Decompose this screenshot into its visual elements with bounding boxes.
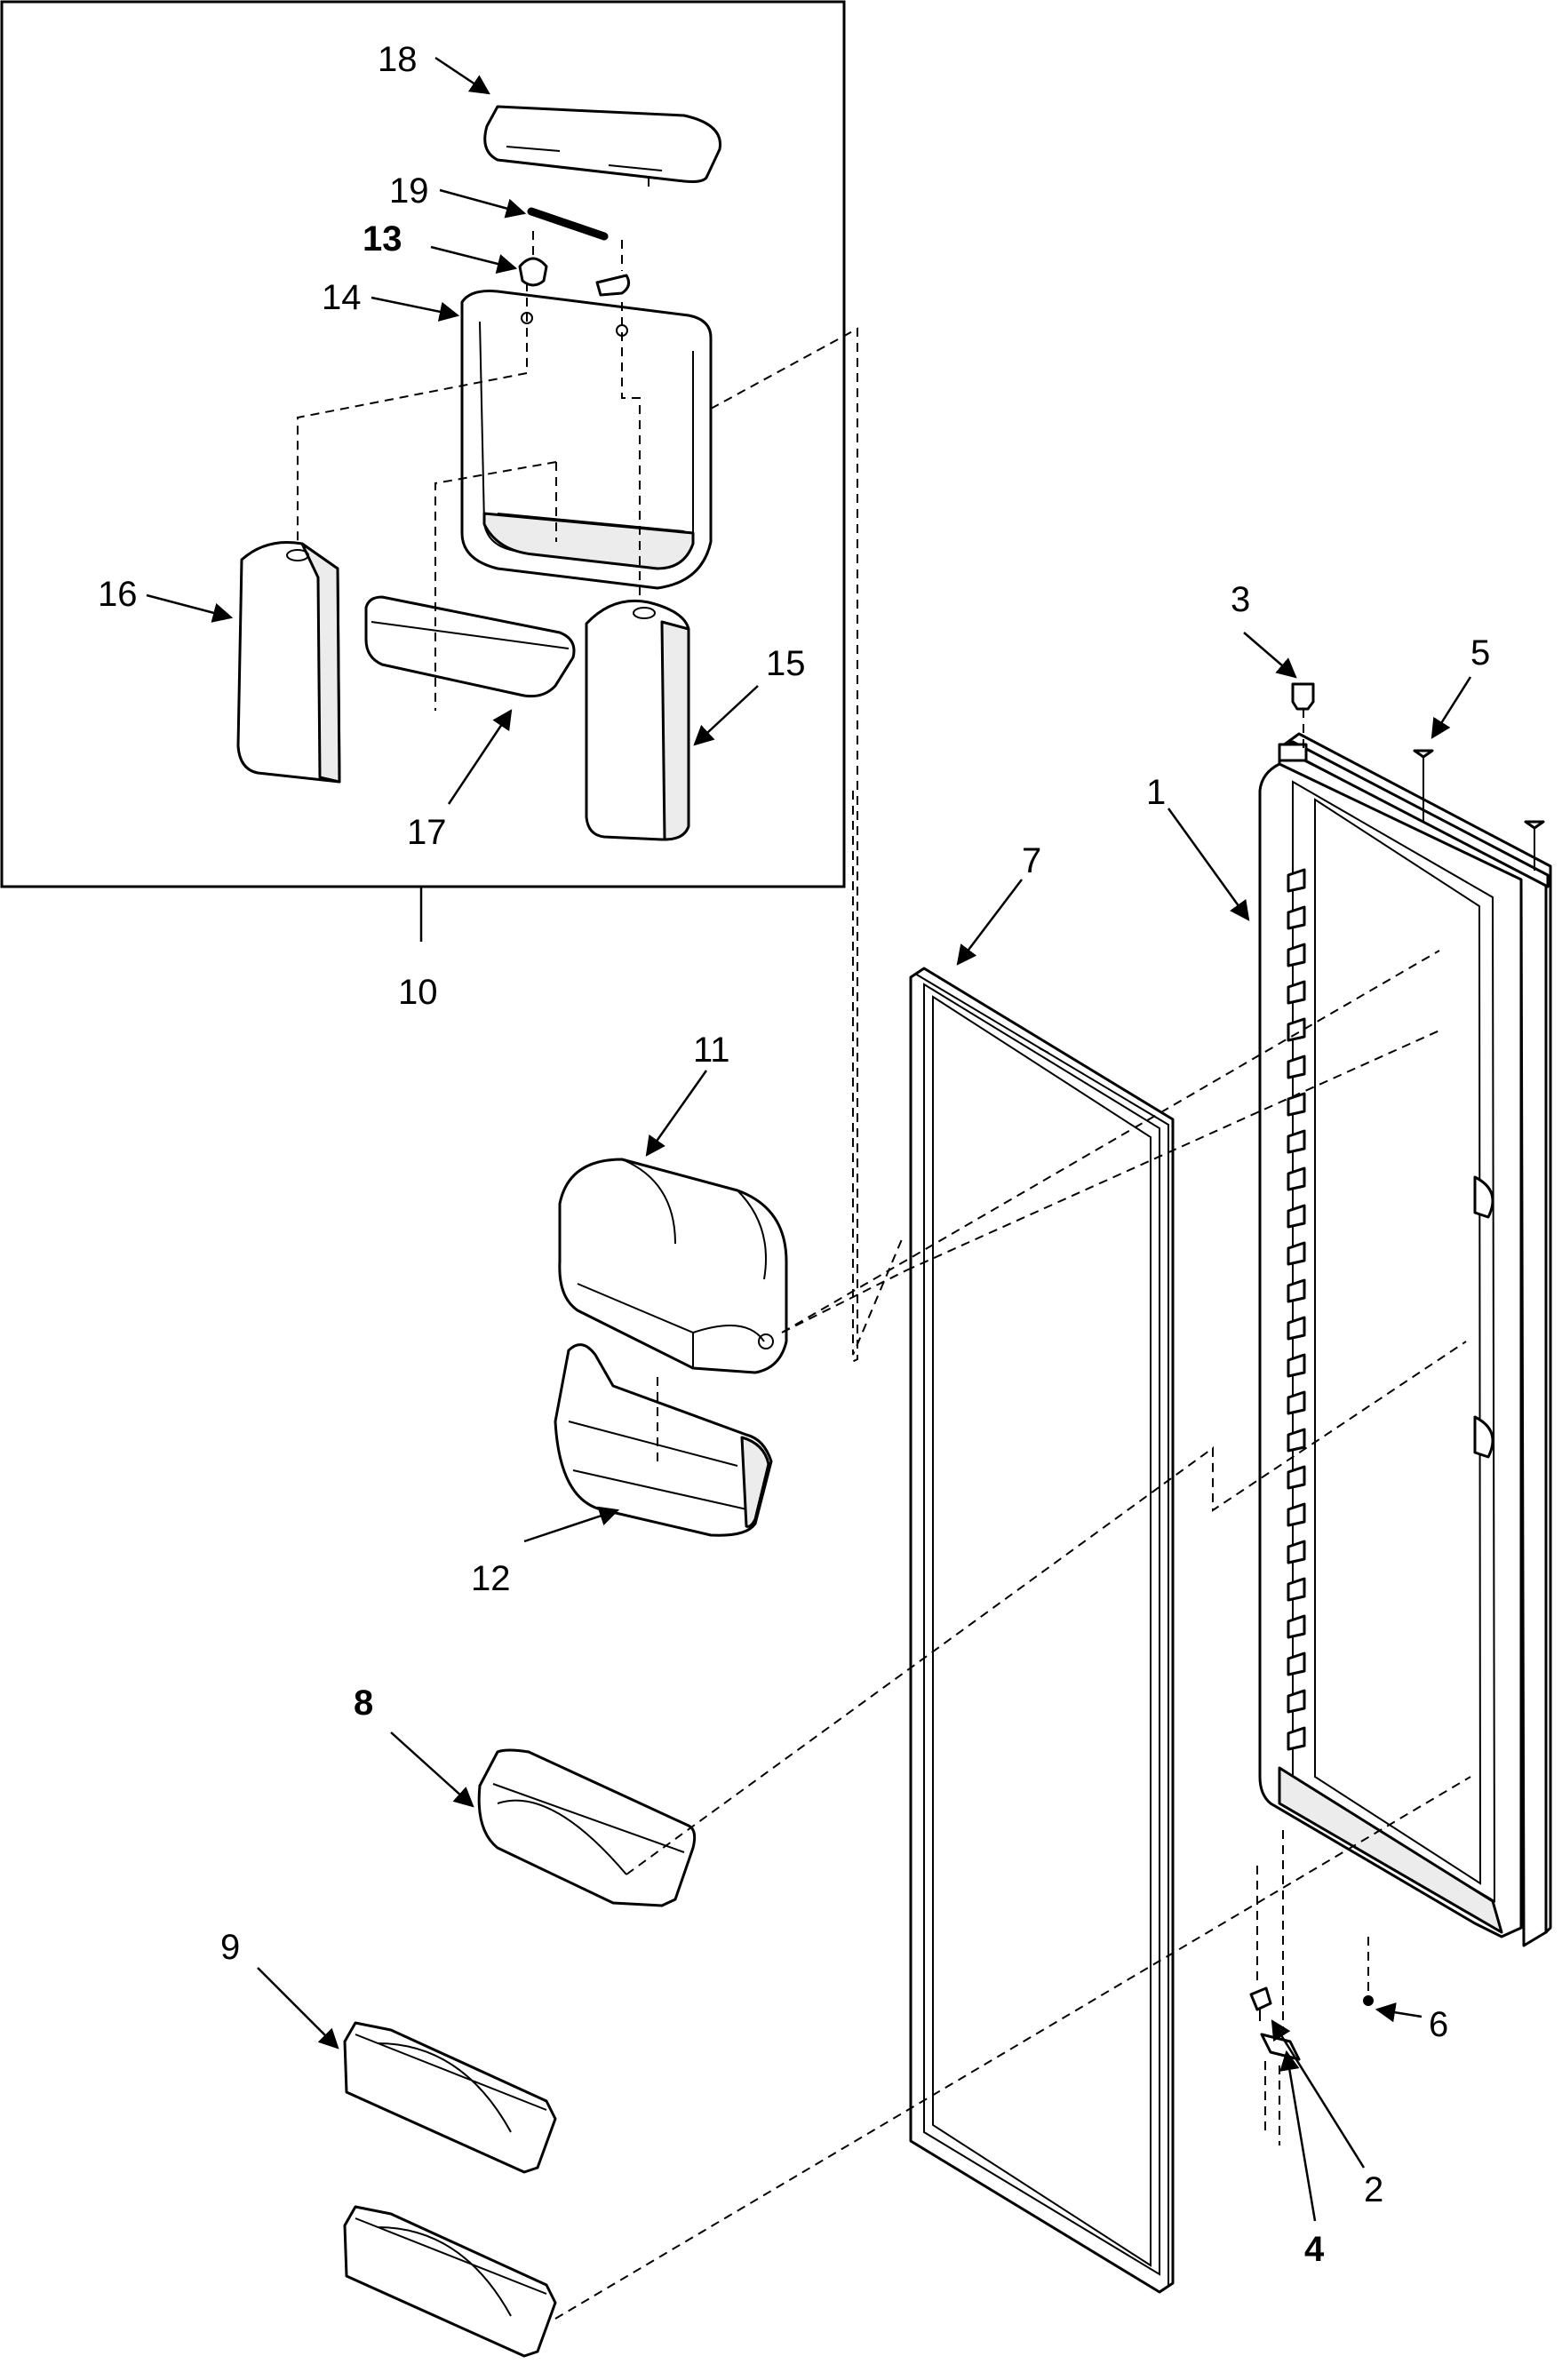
label-16: 16: [98, 575, 138, 614]
part-2-bushing: [1249, 1830, 1284, 2039]
label-5: 5: [1470, 633, 1490, 673]
label-19: 19: [389, 171, 429, 211]
shelf-notch: [1287, 1092, 1306, 1117]
shelf-notch: [1287, 1428, 1306, 1453]
part-5-screws: [1413, 749, 1545, 871]
label-8: 8: [354, 1684, 373, 1723]
part-15-side-cap: [585, 599, 690, 841]
shelf-notch: [1287, 1241, 1306, 1266]
part-14-bin-frame: [460, 290, 713, 590]
part-12-dairy-bin: [554, 1343, 773, 1537]
label-1: 1: [1146, 773, 1166, 812]
shelf-notch: [1287, 1726, 1306, 1751]
inset-box: [0, 0, 846, 888]
label-14: 14: [322, 278, 362, 317]
shelf-notch: [1287, 1652, 1306, 1676]
shelf-notch: [1287, 1689, 1306, 1714]
part-9-door-bin-lower: [343, 2205, 557, 2358]
shelf-notch: [1287, 1614, 1306, 1639]
inset-connectors: [297, 178, 858, 1365]
shelf-notch: [1287, 1278, 1306, 1303]
label-3: 3: [1231, 580, 1250, 619]
shelf-notch: [1287, 1129, 1306, 1154]
label-11: 11: [693, 1031, 730, 1070]
part-17-small-tray: [364, 595, 576, 698]
part-9-door-bin-upper: [343, 2021, 557, 2174]
shelf-notch: [1287, 943, 1306, 967]
label-10: 10: [398, 973, 438, 1012]
leader-arrows: [146, 56, 1472, 2222]
door-outer-panel: [1278, 732, 1552, 1947]
label-17: 17: [407, 813, 447, 852]
label-12: 12: [471, 1559, 511, 1598]
label-18: 18: [378, 40, 418, 79]
shelf-notch: [1287, 1502, 1306, 1527]
part-8-door-bin: [477, 1748, 697, 1907]
label-6: 6: [1429, 2005, 1448, 2044]
part-7-gasket: [909, 967, 1175, 2294]
shelf-notch: [1287, 868, 1306, 893]
shelf-notch: [1287, 1353, 1306, 1378]
part-3-bushing: [1291, 682, 1315, 748]
part-6-plug: [1363, 1937, 1374, 2006]
shelf-notch: [1287, 1465, 1306, 1490]
label-13: 13: [363, 219, 402, 259]
label-9: 9: [220, 1928, 240, 1967]
door-shelf-notches: [1287, 868, 1306, 1751]
main-connectors: [554, 791, 1471, 2320]
label-2: 2: [1364, 2170, 1383, 2209]
shelf-notch: [1287, 1316, 1306, 1341]
shelf-notch: [1287, 1540, 1306, 1564]
part-16-side-cap: [236, 540, 341, 784]
shelf-notch: [1287, 1390, 1306, 1415]
part-13-hinge-pins: [518, 257, 631, 297]
part-1-door-liner: [1258, 744, 1523, 1938]
shelf-notch: [1287, 980, 1306, 1005]
label-4: 4: [1304, 2230, 1325, 2269]
shelf-notch: [1287, 1017, 1306, 1042]
shelf-notch: [1287, 905, 1306, 930]
shelf-notch: [1287, 1204, 1306, 1229]
shelf-notch: [1287, 1577, 1306, 1602]
label-7: 7: [1022, 841, 1041, 880]
part-18-top-cover: [483, 105, 721, 183]
shelf-notch: [1287, 1166, 1306, 1191]
part-19-rod: [527, 207, 609, 241]
part-11-dairy-cover: [558, 1158, 788, 1374]
label-15: 15: [766, 644, 806, 683]
shelf-notch: [1287, 1055, 1306, 1079]
